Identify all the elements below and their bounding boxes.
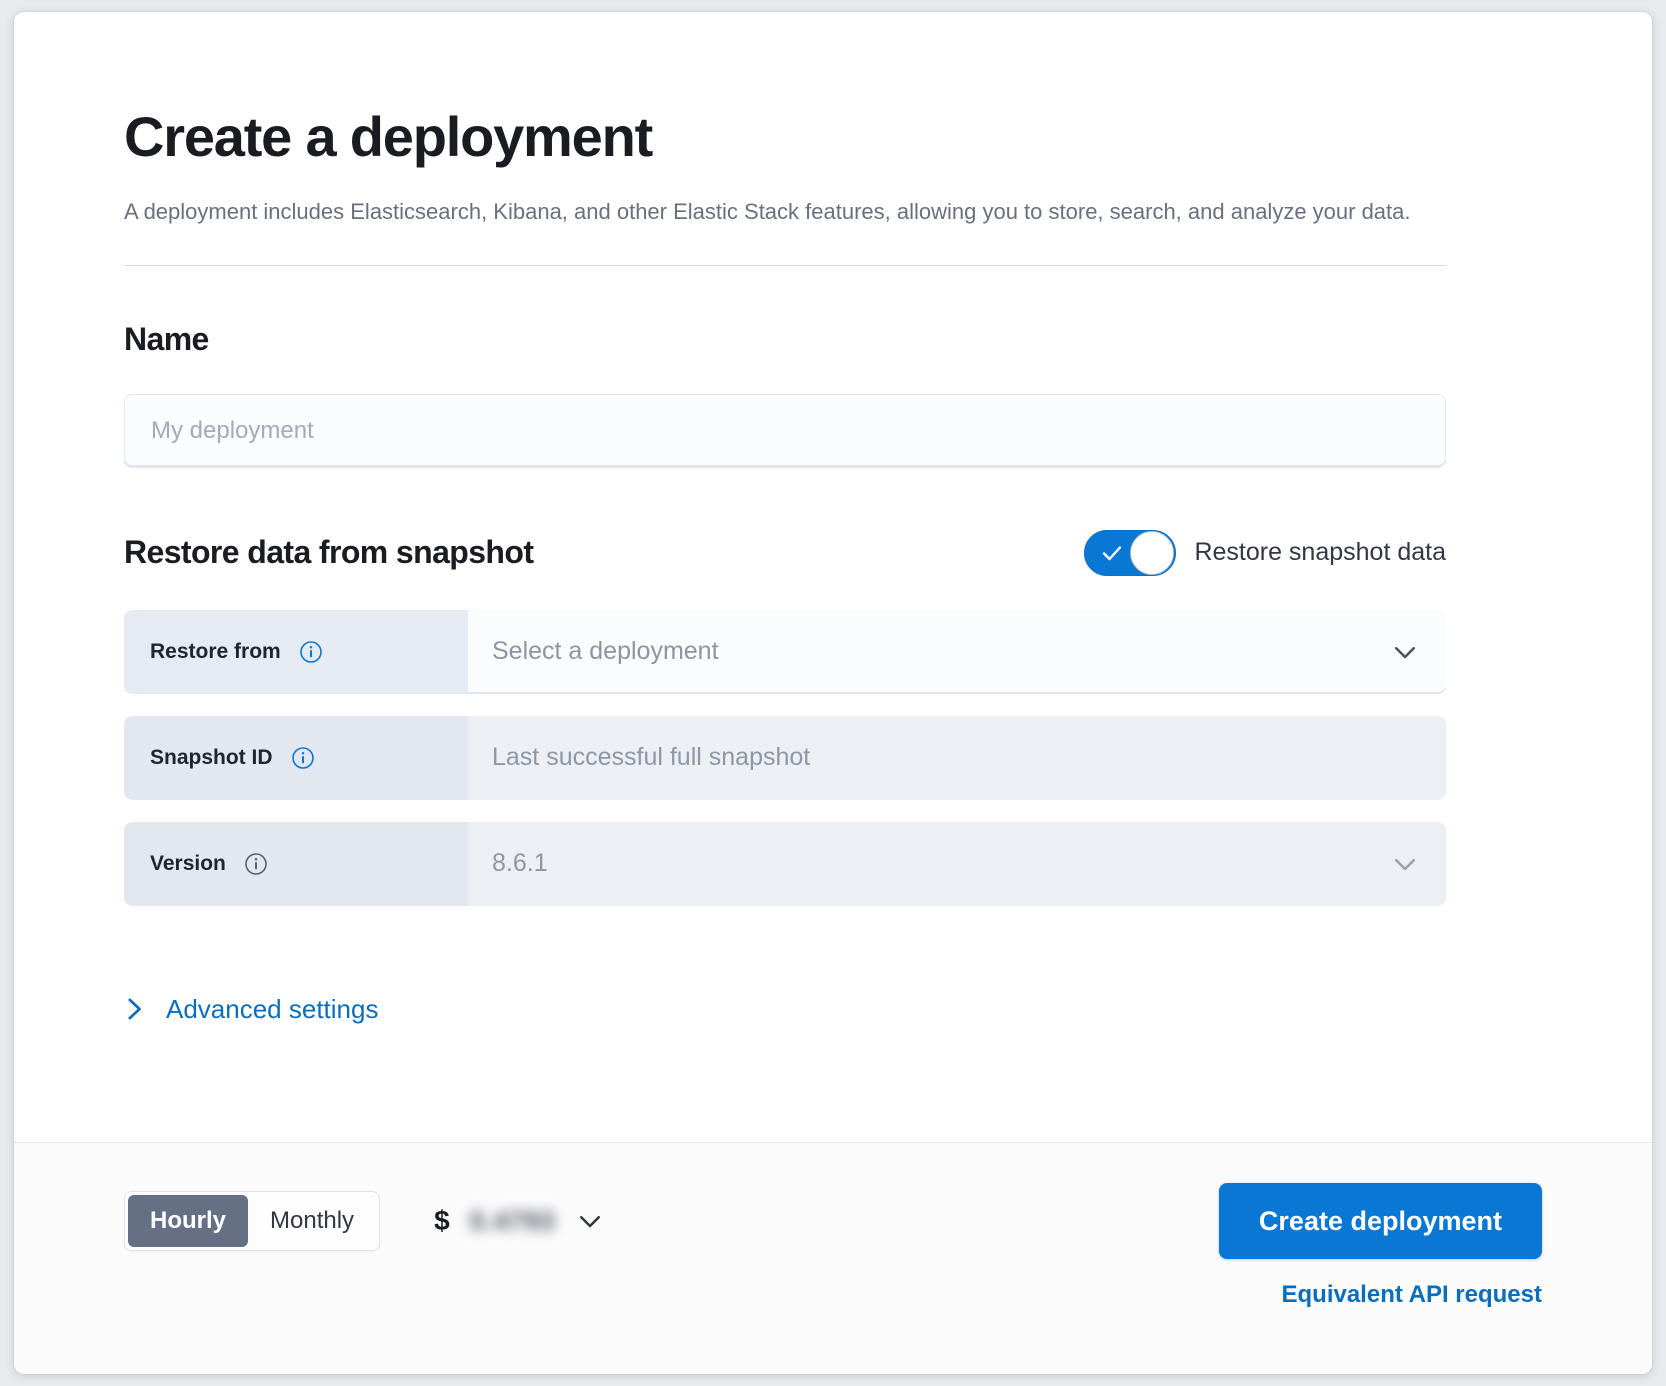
restore-from-row: Restore from Select a deployment <box>124 609 1446 694</box>
price-amount: 0.4793 <box>469 1205 556 1236</box>
restore-snapshot-toggle-group[interactable]: Restore snapshot data <box>1084 529 1446 576</box>
restore-form-rows: Restore from Select a deployment <box>124 609 1542 906</box>
restore-snapshot-toggle-label: Restore snapshot data <box>1194 538 1446 567</box>
info-icon[interactable] <box>244 852 268 876</box>
version-value: 8.6.1 <box>492 849 548 878</box>
advanced-settings-label: Advanced settings <box>166 993 379 1024</box>
restore-from-label-group: Restore from <box>124 609 468 694</box>
restore-from-select[interactable]: Select a deployment <box>468 609 1446 694</box>
version-select: 8.6.1 <box>468 821 1446 906</box>
chevron-right-icon <box>128 998 141 1020</box>
name-section: Name My deployment <box>124 321 1542 468</box>
footer-bar: Hourly Monthly $ 0.4793 Create deploymen… <box>14 1142 1652 1374</box>
restore-from-label: Restore from <box>150 639 281 663</box>
restore-from-value: Select a deployment <box>492 637 719 666</box>
restore-snapshot-toggle[interactable] <box>1084 529 1177 576</box>
snapshot-id-label: Snapshot ID <box>150 745 273 769</box>
snapshot-id-row: Snapshot ID Last successful full snapsho… <box>124 715 1446 800</box>
info-icon[interactable] <box>291 746 315 770</box>
price-currency-symbol: $ <box>434 1205 450 1236</box>
snapshot-id-input: Last successful full snapshot <box>468 715 1446 800</box>
name-heading: Name <box>124 320 209 357</box>
version-label: Version <box>150 851 226 875</box>
equivalent-api-request-link[interactable]: Equivalent API request <box>1281 1281 1542 1308</box>
chevron-down-icon <box>1395 858 1415 870</box>
check-icon <box>1103 545 1122 560</box>
billing-option-hourly[interactable]: Hourly <box>128 1195 249 1247</box>
create-deployment-button[interactable]: Create deployment <box>1218 1183 1542 1259</box>
page-title: Create a deployment <box>124 105 653 168</box>
version-label-group: Version <box>124 821 468 906</box>
price-summary[interactable]: $ 0.4793 <box>434 1205 605 1237</box>
info-icon[interactable] <box>299 640 323 664</box>
billing-period-segmented-control[interactable]: Hourly Monthly <box>124 1191 381 1251</box>
toggle-knob <box>1130 530 1175 575</box>
restore-heading: Restore data from snapshot <box>124 534 534 571</box>
chevron-down-icon <box>1395 646 1415 658</box>
card-body: Create a deployment A deployment include… <box>14 12 1652 1142</box>
page-subtitle: A deployment includes Elasticsearch, Kib… <box>124 198 1411 224</box>
snapshot-id-label-group: Snapshot ID <box>124 715 468 800</box>
deployment-name-input[interactable]: My deployment <box>124 393 1446 468</box>
advanced-settings-toggle[interactable]: Advanced settings <box>124 994 378 1025</box>
billing-option-monthly[interactable]: Monthly <box>270 1207 355 1234</box>
deployment-name-placeholder: My deployment <box>151 416 314 444</box>
footer-left-group: Hourly Monthly $ 0.4793 <box>124 1183 605 1251</box>
chevron-down-icon[interactable] <box>575 1206 605 1236</box>
restore-section-header: Restore data from snapshot Restore snaps… <box>124 529 1446 576</box>
footer-right-group: Create deployment Equivalent API request <box>1218 1183 1542 1309</box>
version-row: Version 8.6.1 <box>124 821 1446 906</box>
header-divider <box>124 264 1446 266</box>
create-deployment-card: Create a deployment A deployment include… <box>14 12 1652 1374</box>
snapshot-id-value: Last successful full snapshot <box>492 743 811 772</box>
